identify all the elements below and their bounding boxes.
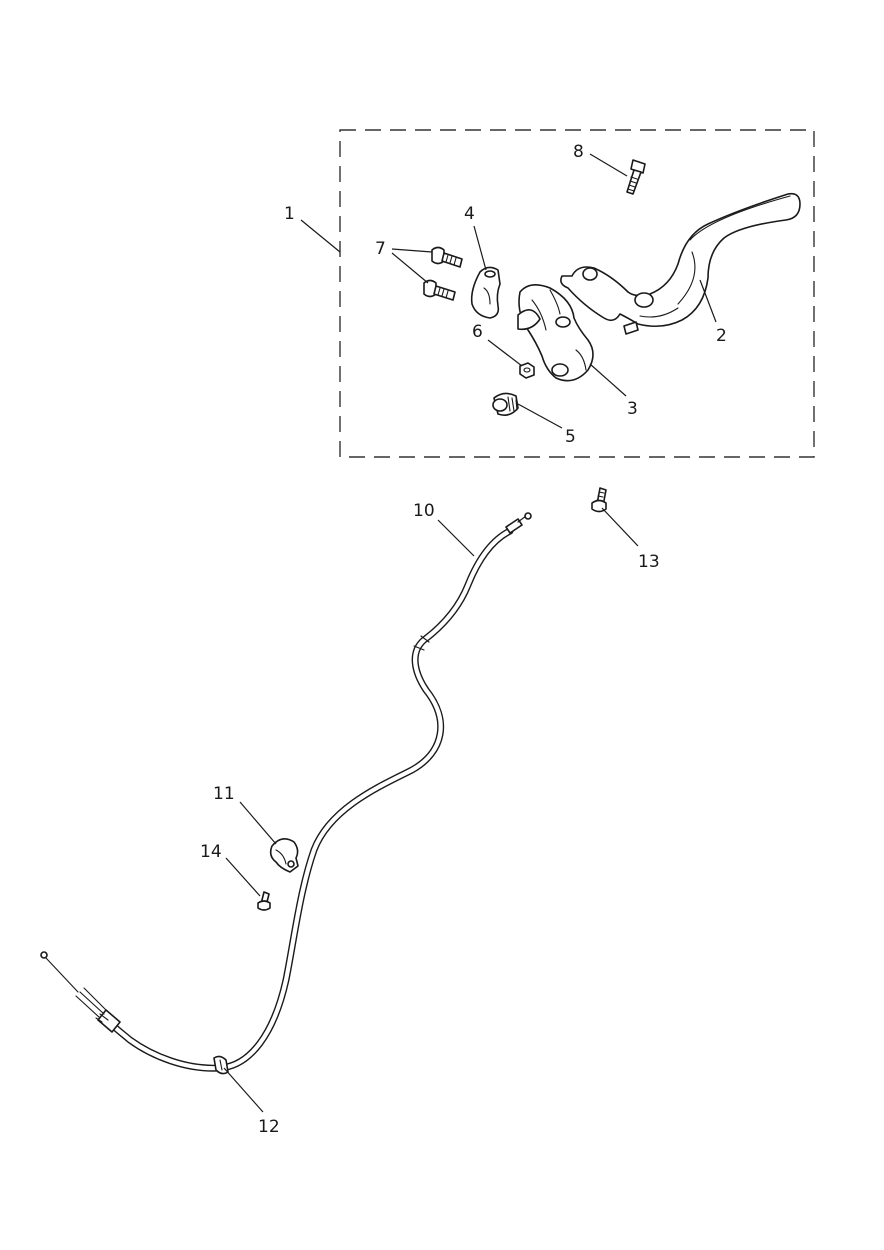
leader-2 [699,279,717,323]
leader-6 [487,339,523,367]
part-6-nut[interactable] [519,362,535,379]
part-7-bolt-upper[interactable] [431,246,463,268]
part-7-bolt-lower[interactable] [423,279,456,301]
callout-13: 13 [638,552,660,572]
callout-3: 3 [627,399,638,419]
callout-8: 8 [573,142,584,162]
leader-8 [589,153,628,177]
part-2-lever[interactable] [560,192,801,335]
leader-3 [589,363,627,397]
part-3-lever-bracket[interactable] [517,284,594,382]
leader-5 [517,403,563,429]
part-14-screw[interactable] [257,891,271,911]
callout-2: 2 [716,326,727,346]
leader-13 [601,507,639,547]
leader-1 [300,219,341,253]
part-13-bolt[interactable] [591,487,607,513]
part-11-clip[interactable] [269,838,299,873]
part-10-clutch-cable[interactable] [40,512,532,1072]
callout-7: 7 [375,239,386,259]
callout-5: 5 [565,427,576,447]
callout-14: 14 [200,842,222,862]
kit-boundary-box [339,129,815,458]
leader-7b [391,252,429,284]
callout-4: 4 [464,204,475,224]
part-8-bolt[interactable] [626,159,646,195]
leader-12 [223,1067,264,1113]
leader-lines [223,153,717,1113]
leader-10 [437,519,475,557]
callout-6: 6 [472,322,483,342]
leader-7a [391,248,433,253]
leader-4 [473,225,487,271]
callout-10: 10 [413,501,435,521]
callout-11: 11 [213,784,235,804]
callout-12: 12 [258,1117,280,1137]
part-5-adjuster[interactable] [492,392,519,416]
callout-1: 1 [284,204,295,224]
leader-14 [225,857,261,897]
part-4-clamp[interactable] [470,266,501,319]
callout-labels: 1 2 3 4 5 6 7 8 10 11 12 13 14 [200,142,727,1137]
leader-11 [239,801,277,845]
